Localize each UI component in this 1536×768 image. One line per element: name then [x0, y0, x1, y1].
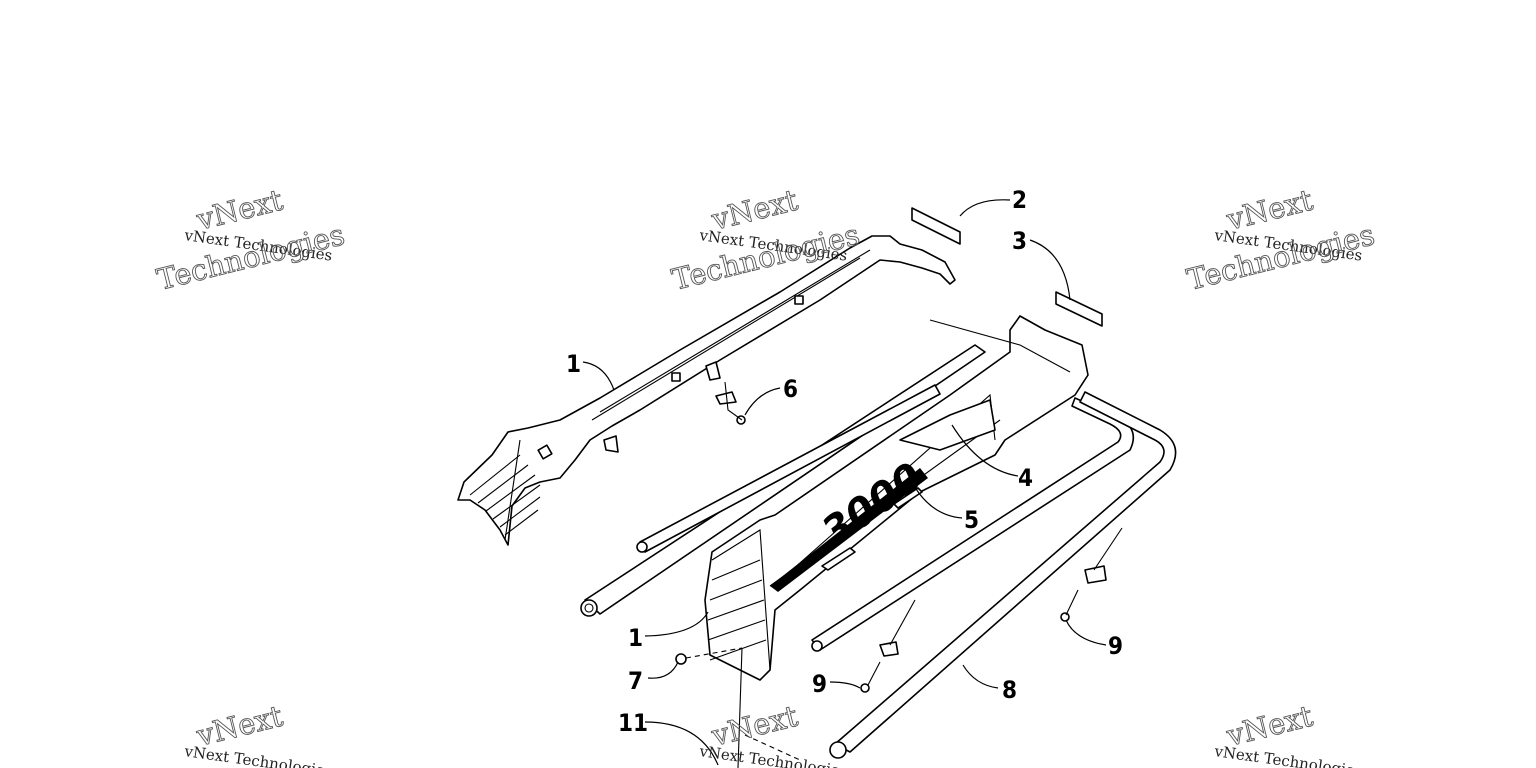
- callout-7: 7: [628, 667, 643, 695]
- callout-3: 3: [1012, 227, 1027, 255]
- svg-text:vNext Technologies: vNext Technologies: [1212, 742, 1363, 768]
- screw-9b: [1060, 612, 1070, 622]
- watermark-bottom-center: vNext vNext Technologies: [697, 698, 848, 768]
- callout-9-right: 9: [1108, 632, 1123, 660]
- callout-4: 4: [1018, 464, 1033, 492]
- callout-5: 5: [964, 506, 979, 534]
- watermark-bottom-right: vNext vNext Technologies: [1212, 698, 1363, 768]
- screw-7: [675, 653, 687, 665]
- callout-1-upper: 1: [566, 350, 581, 378]
- callout-9-left: 9: [812, 670, 827, 698]
- callout-11: 11: [618, 709, 648, 737]
- watermark-top-right: vNext vNext Technologies Technologies: [1183, 182, 1378, 297]
- decal-2: [911, 207, 961, 245]
- svg-text:vNext Technologies: vNext Technologies: [697, 742, 848, 768]
- callout-1-lower: 1: [628, 624, 643, 652]
- callout-6: 6: [783, 375, 798, 403]
- upper-bumper-cover: [457, 235, 956, 546]
- rear-grab-bar: [580, 344, 1177, 759]
- nut-9a: [879, 641, 899, 657]
- leader-lines: [582, 199, 1107, 766]
- callout-labels: 1 1 2 3 4 5 6 7 8 9 9 11: [566, 186, 1123, 737]
- watermark-top-left: vNext vNext Technologies Technologies: [153, 182, 348, 297]
- svg-text:Technologies: Technologies: [1183, 217, 1377, 296]
- watermark-bottom-left: vNext vNext Technologies: [182, 698, 333, 768]
- callout-8: 8: [1002, 676, 1017, 704]
- screw-9a: [860, 683, 870, 693]
- callout-2: 2: [1012, 186, 1027, 214]
- decal-3: [1055, 291, 1103, 327]
- svg-text:vNext Technologies: vNext Technologies: [182, 742, 333, 768]
- nut-9b: [1084, 565, 1107, 584]
- svg-text:Technologies: Technologies: [153, 217, 347, 296]
